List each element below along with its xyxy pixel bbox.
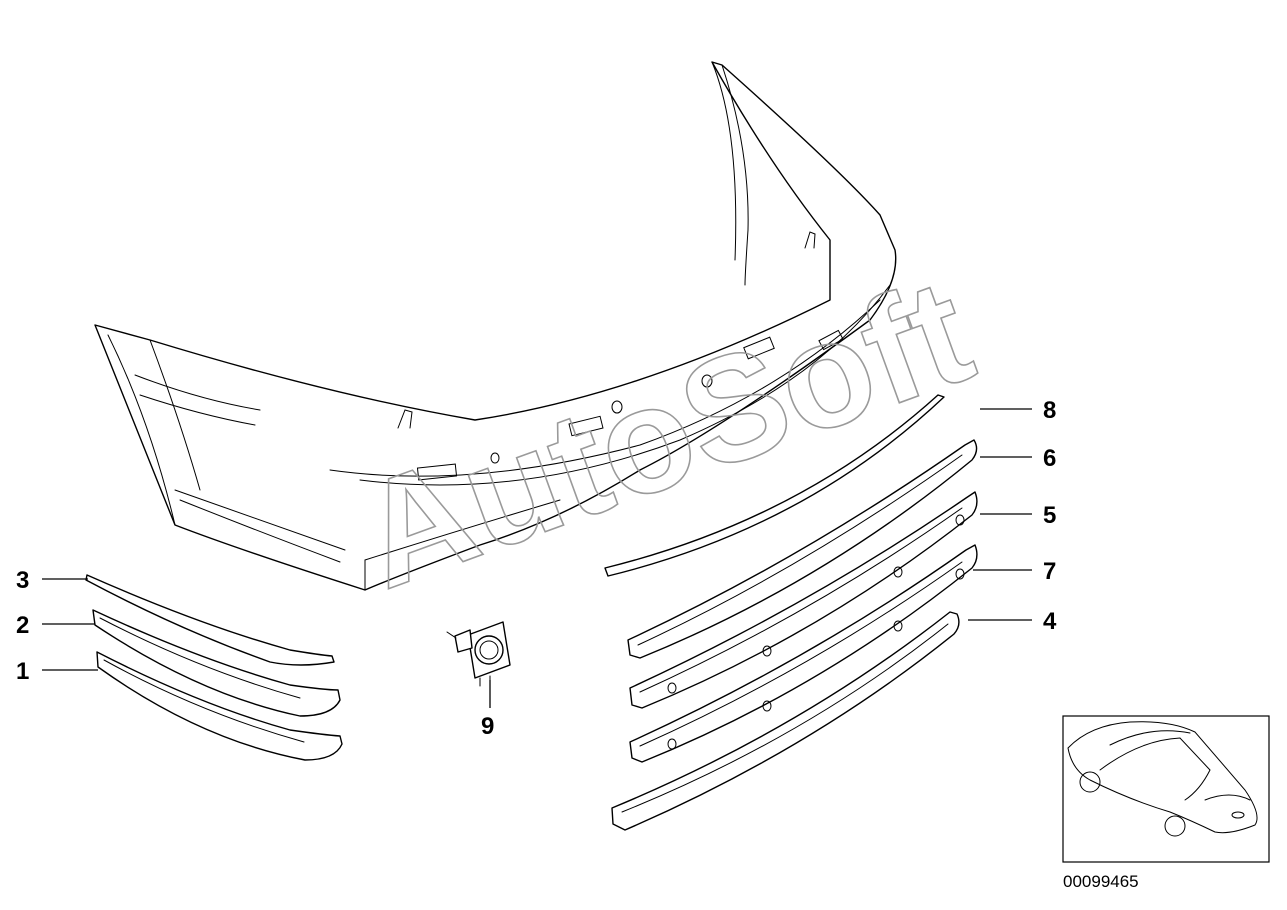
image-reference-number: 00099465 (1063, 872, 1139, 891)
callout-5: 5 (1043, 502, 1056, 529)
callout-7: 7 (1043, 558, 1056, 585)
trim-strip-8[interactable] (604, 394, 945, 577)
callout-6: 6 (1043, 445, 1056, 472)
trim-strip-3[interactable] (85, 574, 335, 666)
car-location-thumbnail (1062, 715, 1270, 863)
trim-strip-4[interactable] (611, 611, 960, 831)
callout-8: 8 (1043, 397, 1056, 424)
callout-1: 1 (16, 658, 29, 685)
callout-3: 3 (16, 567, 29, 594)
trim-strip-2[interactable] (92, 609, 341, 717)
leader-lines (42, 408, 1032, 708)
trim-strip-1[interactable] (96, 651, 343, 761)
callout-4: 4 (1043, 608, 1057, 635)
bumper-cover[interactable] (94, 61, 897, 591)
trim-strip-6[interactable] (627, 439, 978, 659)
callout-2: 2 (16, 612, 29, 639)
sensor-bracket-9[interactable] (446, 621, 511, 687)
trim-strip-5[interactable] (629, 491, 978, 709)
trim-strip-7[interactable] (629, 544, 978, 763)
callout-9: 9 (481, 713, 494, 740)
